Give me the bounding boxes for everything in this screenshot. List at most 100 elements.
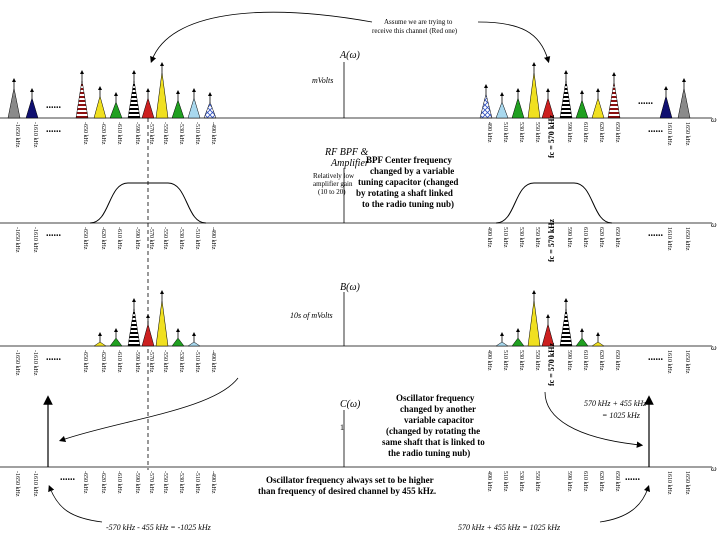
panel-a-left-peak <box>203 101 217 119</box>
panel-a-left-peak-carrier-arrow <box>176 90 180 94</box>
tick-label: -550 kHz <box>162 227 168 250</box>
tick-label: 620 kHz <box>598 227 604 248</box>
tick-label: -510 kHz <box>194 227 200 250</box>
panel-a-left-peak <box>127 79 141 119</box>
panel-b-right-peak-carrier-arrow <box>500 332 504 336</box>
panel-a-left-peak-carrier-arrow <box>160 62 164 66</box>
panel-a-right-peak <box>527 71 541 119</box>
connector-arrows: Assume we are trying to receive this cha… <box>48 11 651 523</box>
osc-arrow-right <box>544 391 644 448</box>
panel-a-right-peak <box>511 97 525 119</box>
tick-label: -650 kHz <box>82 122 88 145</box>
bpf-center-note-3: tuning capacitor (changed <box>358 177 458 187</box>
tick-label: 490 kHz <box>486 350 492 371</box>
panel-a-dots-right: ...... <box>638 96 654 107</box>
osc-note-2: changed by another <box>400 404 476 414</box>
tick-label: 550 kHz <box>534 122 540 143</box>
panel-a-right-peaks <box>479 62 691 119</box>
panel-b-left-peak-carrier-arrow <box>98 332 102 336</box>
tick-label: 1650 kHz <box>684 350 690 374</box>
tick-label: 530 kHz <box>518 122 524 143</box>
pos-osc-label-2: = 1025 kHz <box>602 411 641 420</box>
tick-label: 590 kHz <box>566 227 572 248</box>
tick-label: -530 kHz <box>178 471 184 494</box>
panel-b-right-peak-carrier-arrow <box>580 328 584 332</box>
panel-a-right-peak <box>591 97 605 119</box>
panel-a-units: mVolts <box>312 76 333 85</box>
assume-note-1: Assume we are trying to <box>384 18 453 26</box>
panel-a-right-peak-carrier-arrow <box>564 70 568 74</box>
tick-label: -620 kHz <box>100 227 106 250</box>
panel-a-left-peak <box>109 101 123 119</box>
rf-bpf-title-1: RF BPF & <box>324 147 369 158</box>
panel-a-left-peak-carrier-arrow <box>98 86 102 90</box>
panel-bpf-fc-label: fc = 570 kHz <box>547 219 556 262</box>
panel-a-right-peak-carrier-arrow <box>500 92 504 96</box>
pos-osc-label-1: 570 kHz + 455 kHz <box>584 399 647 408</box>
tick-label: -1610 kHz <box>32 122 38 148</box>
panel-a-right-peak <box>559 79 573 119</box>
tick-label: -550 kHz <box>162 122 168 145</box>
panel-a-right-peak <box>677 87 691 119</box>
gain-note-1: Relatively low <box>313 172 355 180</box>
tick-label: -570 kHz <box>148 350 154 373</box>
panel-b-label: B(ω) <box>340 282 360 293</box>
panel-c-omega: ω <box>711 464 717 473</box>
panel-a-omega: ω <box>711 115 717 124</box>
panel-a-right-peak-carrier-arrow <box>664 86 668 90</box>
panel-b-omega: ω <box>711 343 717 352</box>
tick-label: 590 kHz <box>566 350 572 371</box>
panel-b-fc-label: fc = 570 kHz <box>547 343 556 386</box>
tick-label: -530 kHz <box>178 122 184 145</box>
panel-bpf-dots-left: ...... <box>46 228 62 239</box>
panel-b-left-peak <box>93 341 107 347</box>
tick-label: -1610 kHz <box>32 350 38 376</box>
tick-label: 610 kHz <box>582 122 588 143</box>
panel-a-fc-label: fc = 570 kHz <box>547 115 556 158</box>
panel-b-left-peak-carrier-arrow <box>160 290 164 294</box>
panel-bpf: ω RF BPF & Amplifier Relatively low ampl… <box>0 118 717 470</box>
tick-label: 620 kHz <box>598 471 604 492</box>
panel-b-right-peak-carrier-arrow <box>532 290 536 294</box>
bpf-center-note-4: by rotating a shaft linked <box>356 188 453 198</box>
panel-a-right-peak-carrier-arrow <box>484 84 488 88</box>
panel-b-left-peak-carrier-arrow <box>176 328 180 332</box>
panel-b-right-peak <box>495 341 509 347</box>
panel-b-left-peak <box>141 323 155 347</box>
tick-label: 1610 kHz <box>666 227 672 251</box>
panel-b: B(ω) 10s of mVolts ω -1650 kHz-1610 kHz-… <box>0 282 717 386</box>
tick-label: 650 kHz <box>614 471 620 492</box>
panel-a-right-peak-carrier-arrow <box>546 88 550 92</box>
tick-label: -1610 kHz <box>32 471 38 497</box>
osc-always-note-2: than frequency of desired channel by 455… <box>258 486 436 496</box>
panel-b-left-peak-carrier-arrow <box>146 314 150 318</box>
panel-b-left-peak <box>171 337 185 347</box>
panel-a-left-peak-carrier-arrow <box>146 88 150 92</box>
panel-c-label: C(ω) <box>340 399 361 410</box>
panel-a-left-peak <box>171 99 185 119</box>
osc-note-6: the radio tuning nub) <box>388 448 470 458</box>
tick-label: -490 kHz <box>210 122 216 145</box>
panel-a-left-peak-carrier-arrow <box>12 78 16 82</box>
panel-b-left-peaks <box>93 290 201 347</box>
tick-label: 490 kHz <box>486 122 492 143</box>
tick-label: 1650 kHz <box>684 471 690 495</box>
tick-label: 650 kHz <box>614 122 620 143</box>
panel-a-right-peak <box>541 97 555 119</box>
tick-label: -490 kHz <box>210 227 216 250</box>
bpf-center-note-5: to the radio tuning nub) <box>362 199 454 209</box>
tick-label: 1650 kHz <box>684 227 690 251</box>
pos-osc-bottom-label: 570 kHz + 455 kHz = 1025 kHz <box>458 523 561 532</box>
panel-b-right-peak-carrier-arrow <box>564 298 568 302</box>
osc-note-4: (changed by rotating the <box>386 426 480 436</box>
panel-c-dots-right: ...... <box>625 472 641 483</box>
panel-c-tick-labels: -1650 kHz-1610 kHz-650 kHz-620 kHz-610 k… <box>14 471 690 497</box>
tick-label: 620 kHz <box>598 122 604 143</box>
tick-label: 530 kHz <box>518 227 524 248</box>
tick-label: -610 kHz <box>116 471 122 494</box>
panel-a-left-peak-carrier-arrow <box>208 92 212 96</box>
panel-a-left-peak <box>187 97 201 119</box>
panel-a-tick-labels: -1650 kHz-1610 kHz-650 kHz-620 kHz-610 k… <box>14 122 690 148</box>
panel-a-right-peak <box>495 101 509 119</box>
